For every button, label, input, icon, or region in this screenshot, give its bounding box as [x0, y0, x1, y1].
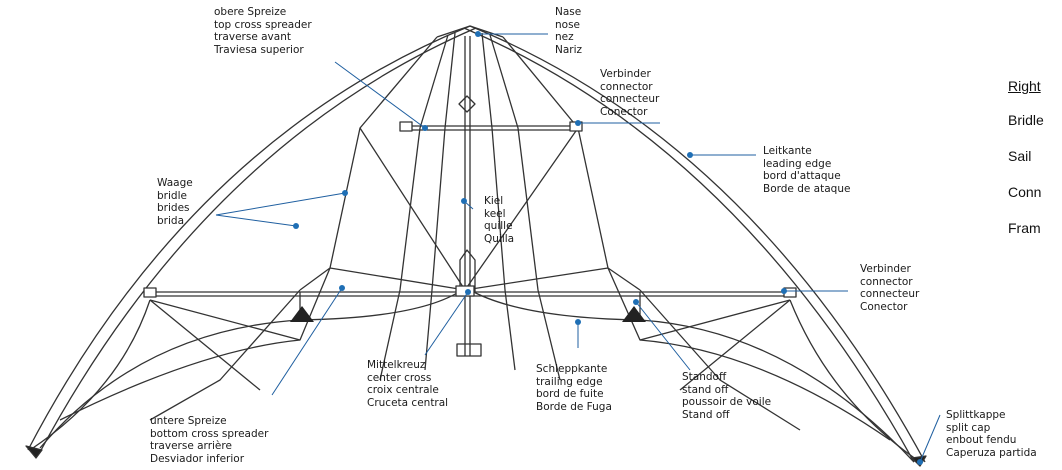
- connector-top-dot: [575, 120, 581, 126]
- bridle-dot-1: [342, 190, 348, 196]
- trailing-edge-dot: [575, 319, 581, 325]
- standoff-weights: [290, 306, 646, 322]
- keel-dot: [461, 198, 467, 204]
- leader-dots: [293, 31, 923, 465]
- top-spreader-dot: [422, 125, 428, 131]
- legend-item-conn: Conn: [1008, 184, 1042, 200]
- bridle-dot-2: [293, 223, 299, 229]
- leading-edge-dot: [687, 152, 693, 158]
- nose-dot: [475, 31, 481, 37]
- bottom-spreader-dot: [339, 285, 345, 291]
- split-cap-dot: [917, 459, 923, 465]
- center-cross-dot: [465, 289, 471, 295]
- legend-item-fram: Fram: [1008, 220, 1041, 236]
- standoff-dot: [633, 299, 639, 305]
- kite-frame: [25, 25, 927, 467]
- legend-title: Right: [1008, 78, 1041, 94]
- leader-lines: [215, 33, 941, 463]
- legend-item-sail: Sail: [1008, 148, 1032, 164]
- legend-panel: Right Bridle Sail Conn Fram: [1008, 78, 1044, 256]
- legend-item-bridle: Bridle: [1008, 112, 1044, 128]
- connector-right-dot: [781, 288, 787, 294]
